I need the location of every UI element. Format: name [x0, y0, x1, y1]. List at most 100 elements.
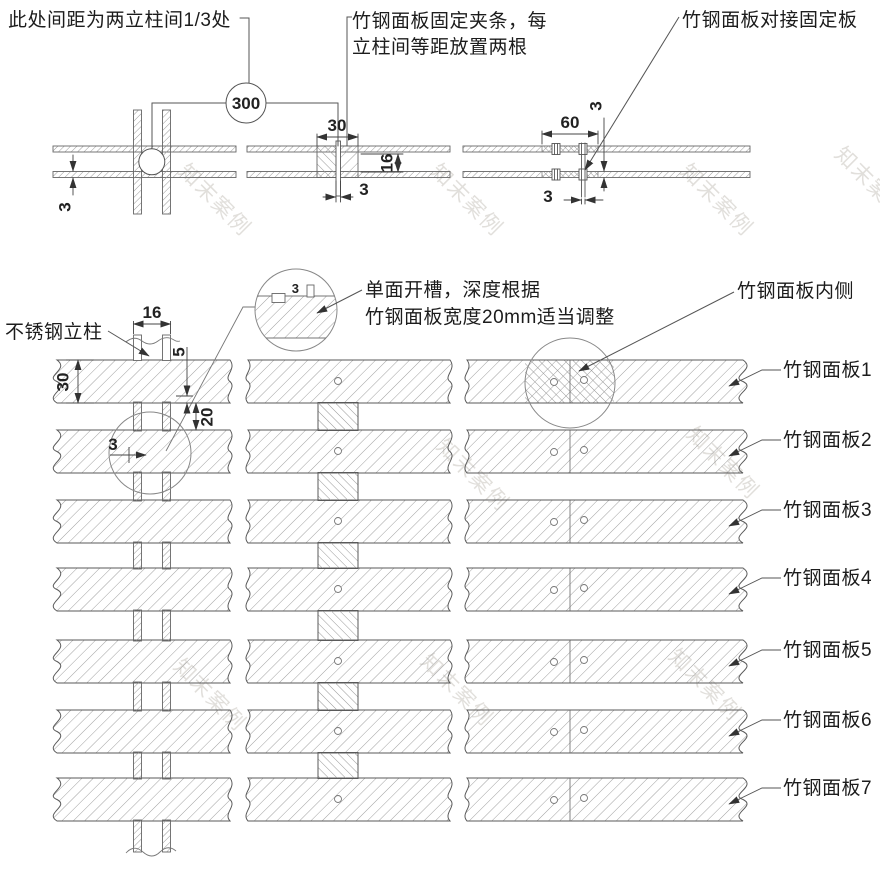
post-wall [133, 681, 142, 712]
elev-dim-3-wall-text: 3 [108, 435, 117, 454]
post-wall [162, 401, 171, 432]
spacing-balloon [151, 17, 339, 149]
screw-hole [580, 376, 588, 384]
panel-segment [245, 639, 453, 684]
panel-segment [245, 709, 453, 754]
joint-dim-3h [563, 196, 604, 205]
joint-dim-3h-text: 3 [543, 187, 552, 206]
screw-hole [334, 447, 342, 455]
panel-segment [245, 567, 453, 612]
panel-inner-note: 竹钢面板内侧 [737, 280, 854, 302]
post-bottom-break [125, 847, 177, 857]
post-top-break [125, 337, 181, 345]
screw-hole [580, 726, 588, 734]
elev-dim-16 [132, 320, 172, 334]
panel-label-6: 竹钢面板6 [783, 709, 872, 731]
groove-note-line2: 竹钢面板宽度20mm适当调整 [365, 306, 615, 328]
post-wall [162, 751, 171, 780]
screw-hole [580, 446, 588, 454]
elev-dim-20 [186, 402, 203, 431]
elev-dim-30 [66, 359, 94, 404]
panel-label-leader [728, 577, 781, 595]
panel-segment [245, 499, 453, 544]
panel-segment [245, 777, 453, 822]
panel-label-7: 竹钢面板7 [783, 777, 872, 799]
panel-segment [52, 777, 233, 822]
elevation-overlays: 3 30 16 5 20 3 [53, 268, 616, 857]
slot-notch [271, 293, 286, 303]
post-wall [133, 819, 142, 853]
screw-hole [334, 517, 342, 525]
joint-dim-60-text: 60 [561, 113, 580, 132]
post-wall [133, 471, 142, 502]
post-label-leader [107, 330, 150, 357]
post-wall [162, 609, 171, 642]
post-wall [162, 681, 171, 712]
panel-segment [464, 567, 748, 612]
groove-note-line1: 单面开槽，深度根据 [365, 279, 541, 301]
panel-label-3: 竹钢面板3 [783, 499, 872, 521]
panel-segment [245, 359, 453, 404]
post-wall [133, 401, 142, 432]
panel-segment [52, 709, 233, 754]
elev-dim-5 [176, 347, 193, 414]
elev-dim-5-text: 5 [169, 347, 188, 356]
elev-dim-3-wall [110, 447, 147, 463]
joint-plate [578, 142, 588, 198]
panel-label-leader [728, 509, 781, 527]
screw-hole [580, 584, 588, 592]
plan-dim-16 [360, 153, 404, 173]
panel-segment [52, 639, 233, 684]
joint-detail-circle [524, 337, 616, 429]
post-label: 不锈钢立柱 [5, 321, 103, 343]
screw-hole [550, 448, 558, 456]
screw-hole [550, 796, 558, 804]
slot-detail: 3 [254, 268, 338, 352]
post-detail-circle [108, 411, 192, 495]
panel-label-2: 竹钢面板2 [783, 429, 872, 451]
joint-dim-60 [541, 130, 599, 145]
panel-segment [245, 429, 453, 474]
screw-hole [580, 656, 588, 664]
screw-hole [550, 378, 558, 386]
panel-segment [464, 429, 748, 474]
panel-label-leader [728, 719, 781, 737]
plan-dim-3-left-text: 3 [55, 202, 74, 211]
post-wall [162, 471, 171, 502]
screw-hole [334, 727, 342, 735]
screw-hole [334, 585, 342, 593]
clamp-block [317, 542, 359, 569]
elev-dim-20-text: 20 [197, 408, 216, 427]
screw-hole [334, 657, 342, 665]
slot-tab [306, 284, 315, 298]
clamp-note-line2: 立柱间等距放置两根 [352, 36, 528, 58]
screw-hole [550, 728, 558, 736]
panel-label-4: 竹钢面板4 [783, 567, 872, 589]
panel-segment [52, 499, 233, 544]
butt-plate-note: 竹钢面板对接固定板 [682, 9, 858, 31]
groove-note-leader [316, 289, 363, 314]
panel-label-leader [728, 787, 781, 805]
joint-dim-3v-text: 3 [586, 101, 605, 110]
post-wall [133, 751, 142, 780]
panel-segment [52, 359, 233, 404]
panel-segment [52, 429, 233, 474]
panel-segment [52, 567, 233, 612]
post-wall [133, 541, 142, 570]
clamp-fin [335, 140, 341, 197]
panel-label-leader [728, 439, 781, 457]
butt-plate-zone [525, 360, 614, 403]
panel-segment [464, 709, 748, 754]
plan-dim-30 [316, 133, 359, 147]
plan-view: 300 30 16 3 3 [52, 17, 751, 215]
spacing-note: 此处间距为两立柱间1/3处 [8, 9, 231, 31]
plan-dim-3-fin [322, 180, 354, 203]
post-wall [162, 819, 171, 853]
post-wall [162, 541, 171, 570]
screw-hole [334, 377, 342, 385]
clamp-block [317, 472, 359, 501]
joint-detail [541, 117, 608, 205]
panel-segment [464, 499, 748, 544]
